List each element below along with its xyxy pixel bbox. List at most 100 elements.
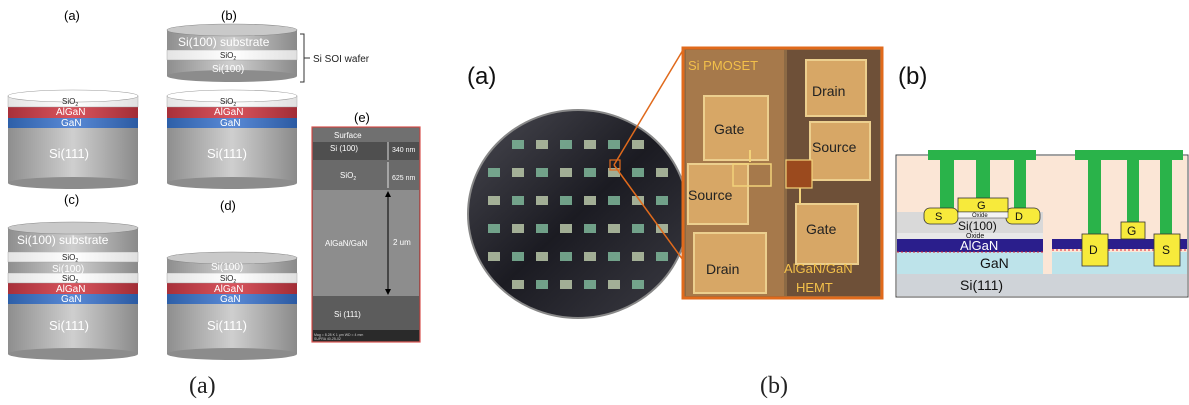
si100-label: Si(100) — [212, 64, 244, 75]
si100-label: Si(100) — [211, 262, 243, 273]
svg-text:SiO2: SiO2 — [220, 51, 236, 62]
die — [536, 252, 548, 261]
pad-source-2 — [809, 121, 871, 181]
hemt-label-2: HEMT — [796, 280, 833, 295]
svg-text:SiO2: SiO2 — [62, 253, 78, 264]
pad-gate-1-label: Gate — [714, 121, 745, 137]
panel-label-b-right: (b) — [898, 63, 927, 90]
svg-text:SiO2: SiO2 — [62, 97, 78, 108]
pad-source-1-label: Source — [688, 187, 733, 203]
pad-gate-1 — [703, 95, 769, 161]
cs-si100-label: Si(100) — [958, 219, 997, 233]
die — [488, 224, 500, 233]
die — [632, 140, 644, 149]
die — [560, 196, 572, 205]
sem-dim-340: 340 nm — [392, 147, 416, 154]
die — [512, 280, 524, 289]
si100-label: Si(100) — [52, 264, 84, 275]
wafer-photo — [467, 109, 689, 319]
pad-drain-2 — [805, 59, 867, 117]
zoom-marker — [609, 159, 621, 171]
panel-label-d: (d) — [220, 198, 236, 213]
die — [632, 196, 644, 205]
pad-drain-1 — [693, 232, 767, 294]
cs-drain-label: D — [1015, 211, 1023, 223]
svg-text:SiO2: SiO2 — [220, 97, 236, 108]
cs-oxide-label: Oxide — [972, 213, 988, 219]
panel-label-a-right: (a) — [467, 63, 496, 90]
die — [560, 224, 572, 233]
wafer-stack-c: Si(100) substrate SiO2 Si(100) SiO2 AlGa… — [7, 221, 139, 360]
die — [584, 196, 596, 205]
gan-label: GaN — [61, 118, 82, 129]
die — [536, 168, 548, 177]
pad-gate-2 — [795, 203, 859, 265]
gan-label: GaN — [61, 294, 82, 305]
left-figure: (a) (b) (c) (d) (e) SiO2 AlGaN GaN Si(11… — [7, 8, 421, 399]
panel-label-c: (c) — [64, 192, 79, 207]
die — [584, 224, 596, 233]
die — [632, 224, 644, 233]
cs-source2-label: S — [1162, 243, 1170, 257]
caption-a: (a) — [189, 373, 216, 399]
algan-label: AlGaN — [214, 284, 243, 295]
wafer-stack-a: SiO2 AlGaN GaN Si(111) — [7, 89, 139, 189]
cs-si111-label: Si(111) — [960, 277, 1003, 293]
sio2-label: SiO — [220, 274, 233, 283]
pad-source-1 — [687, 163, 749, 225]
die — [584, 168, 596, 177]
die — [560, 252, 572, 261]
die — [488, 252, 500, 261]
caption-b: (b) — [760, 373, 788, 399]
die — [584, 140, 596, 149]
sem-footer-1: Mag = 8.28 K 1 μm WD = 4 mm — [314, 333, 363, 337]
si111-label: Si(111) — [49, 146, 89, 161]
die — [560, 140, 572, 149]
die — [560, 280, 572, 289]
hemt-label-1: AlGaN/GaN — [784, 261, 853, 276]
sem-footer-2: SUPRA 40-25-02 — [314, 337, 341, 341]
die — [656, 168, 668, 177]
die — [656, 196, 668, 205]
device-cross-section: S D G Oxide Si(100) Oxide AlGaN GaN Si(1… — [895, 150, 1189, 298]
si111-label: Si(111) — [207, 318, 247, 333]
algan-label: AlGaN — [56, 107, 85, 118]
cs-gate2-label: G — [1127, 224, 1136, 238]
die — [536, 280, 548, 289]
die-array — [488, 140, 668, 289]
sem-dim-2um: 2 um — [393, 238, 411, 247]
sem-sio2-label: SiO — [340, 171, 353, 180]
sio2-label: SiO — [220, 51, 233, 60]
die — [608, 168, 620, 177]
die — [536, 224, 548, 233]
zoom-line-top — [613, 49, 684, 166]
panel-label-e: (e) — [354, 110, 370, 125]
die — [536, 196, 548, 205]
sio2-label: SiO — [62, 253, 75, 262]
die — [488, 168, 500, 177]
sio2-label: SiO — [220, 97, 233, 106]
die — [512, 224, 524, 233]
die — [608, 280, 620, 289]
die — [656, 224, 668, 233]
soi-wafer-label: Si SOI wafer — [313, 54, 370, 65]
gan-label: GaN — [220, 294, 241, 305]
sem-surface-label: Surface — [334, 131, 362, 140]
algan-label: AlGaN — [56, 284, 85, 295]
si100-substrate-label: Si(100) substrate — [178, 35, 270, 49]
die — [656, 252, 668, 261]
si111-label: Si(111) — [207, 146, 247, 161]
wafer-stack-d: Si(100) SiO2 AlGaN GaN Si(111) — [166, 251, 298, 360]
sem-algan-gan-label: AlGaN/GaN — [325, 239, 367, 248]
sem-cross-section: Surface Si (100) SiO2 AlGaN/GaN Si (111)… — [311, 126, 421, 343]
pad-gate-2-label: Gate — [806, 221, 837, 237]
si-pmoset-label: Si PMOSET — [688, 58, 758, 73]
wafer-stack-b: SiO2 AlGaN GaN Si(111) Si(100) substrate… — [166, 23, 370, 189]
cs-gate-label: G — [977, 200, 986, 212]
die — [608, 140, 620, 149]
die — [584, 252, 596, 261]
panel-label-b: (b) — [221, 8, 237, 23]
die — [608, 196, 620, 205]
cs-gan-label: GaN — [980, 255, 1009, 271]
